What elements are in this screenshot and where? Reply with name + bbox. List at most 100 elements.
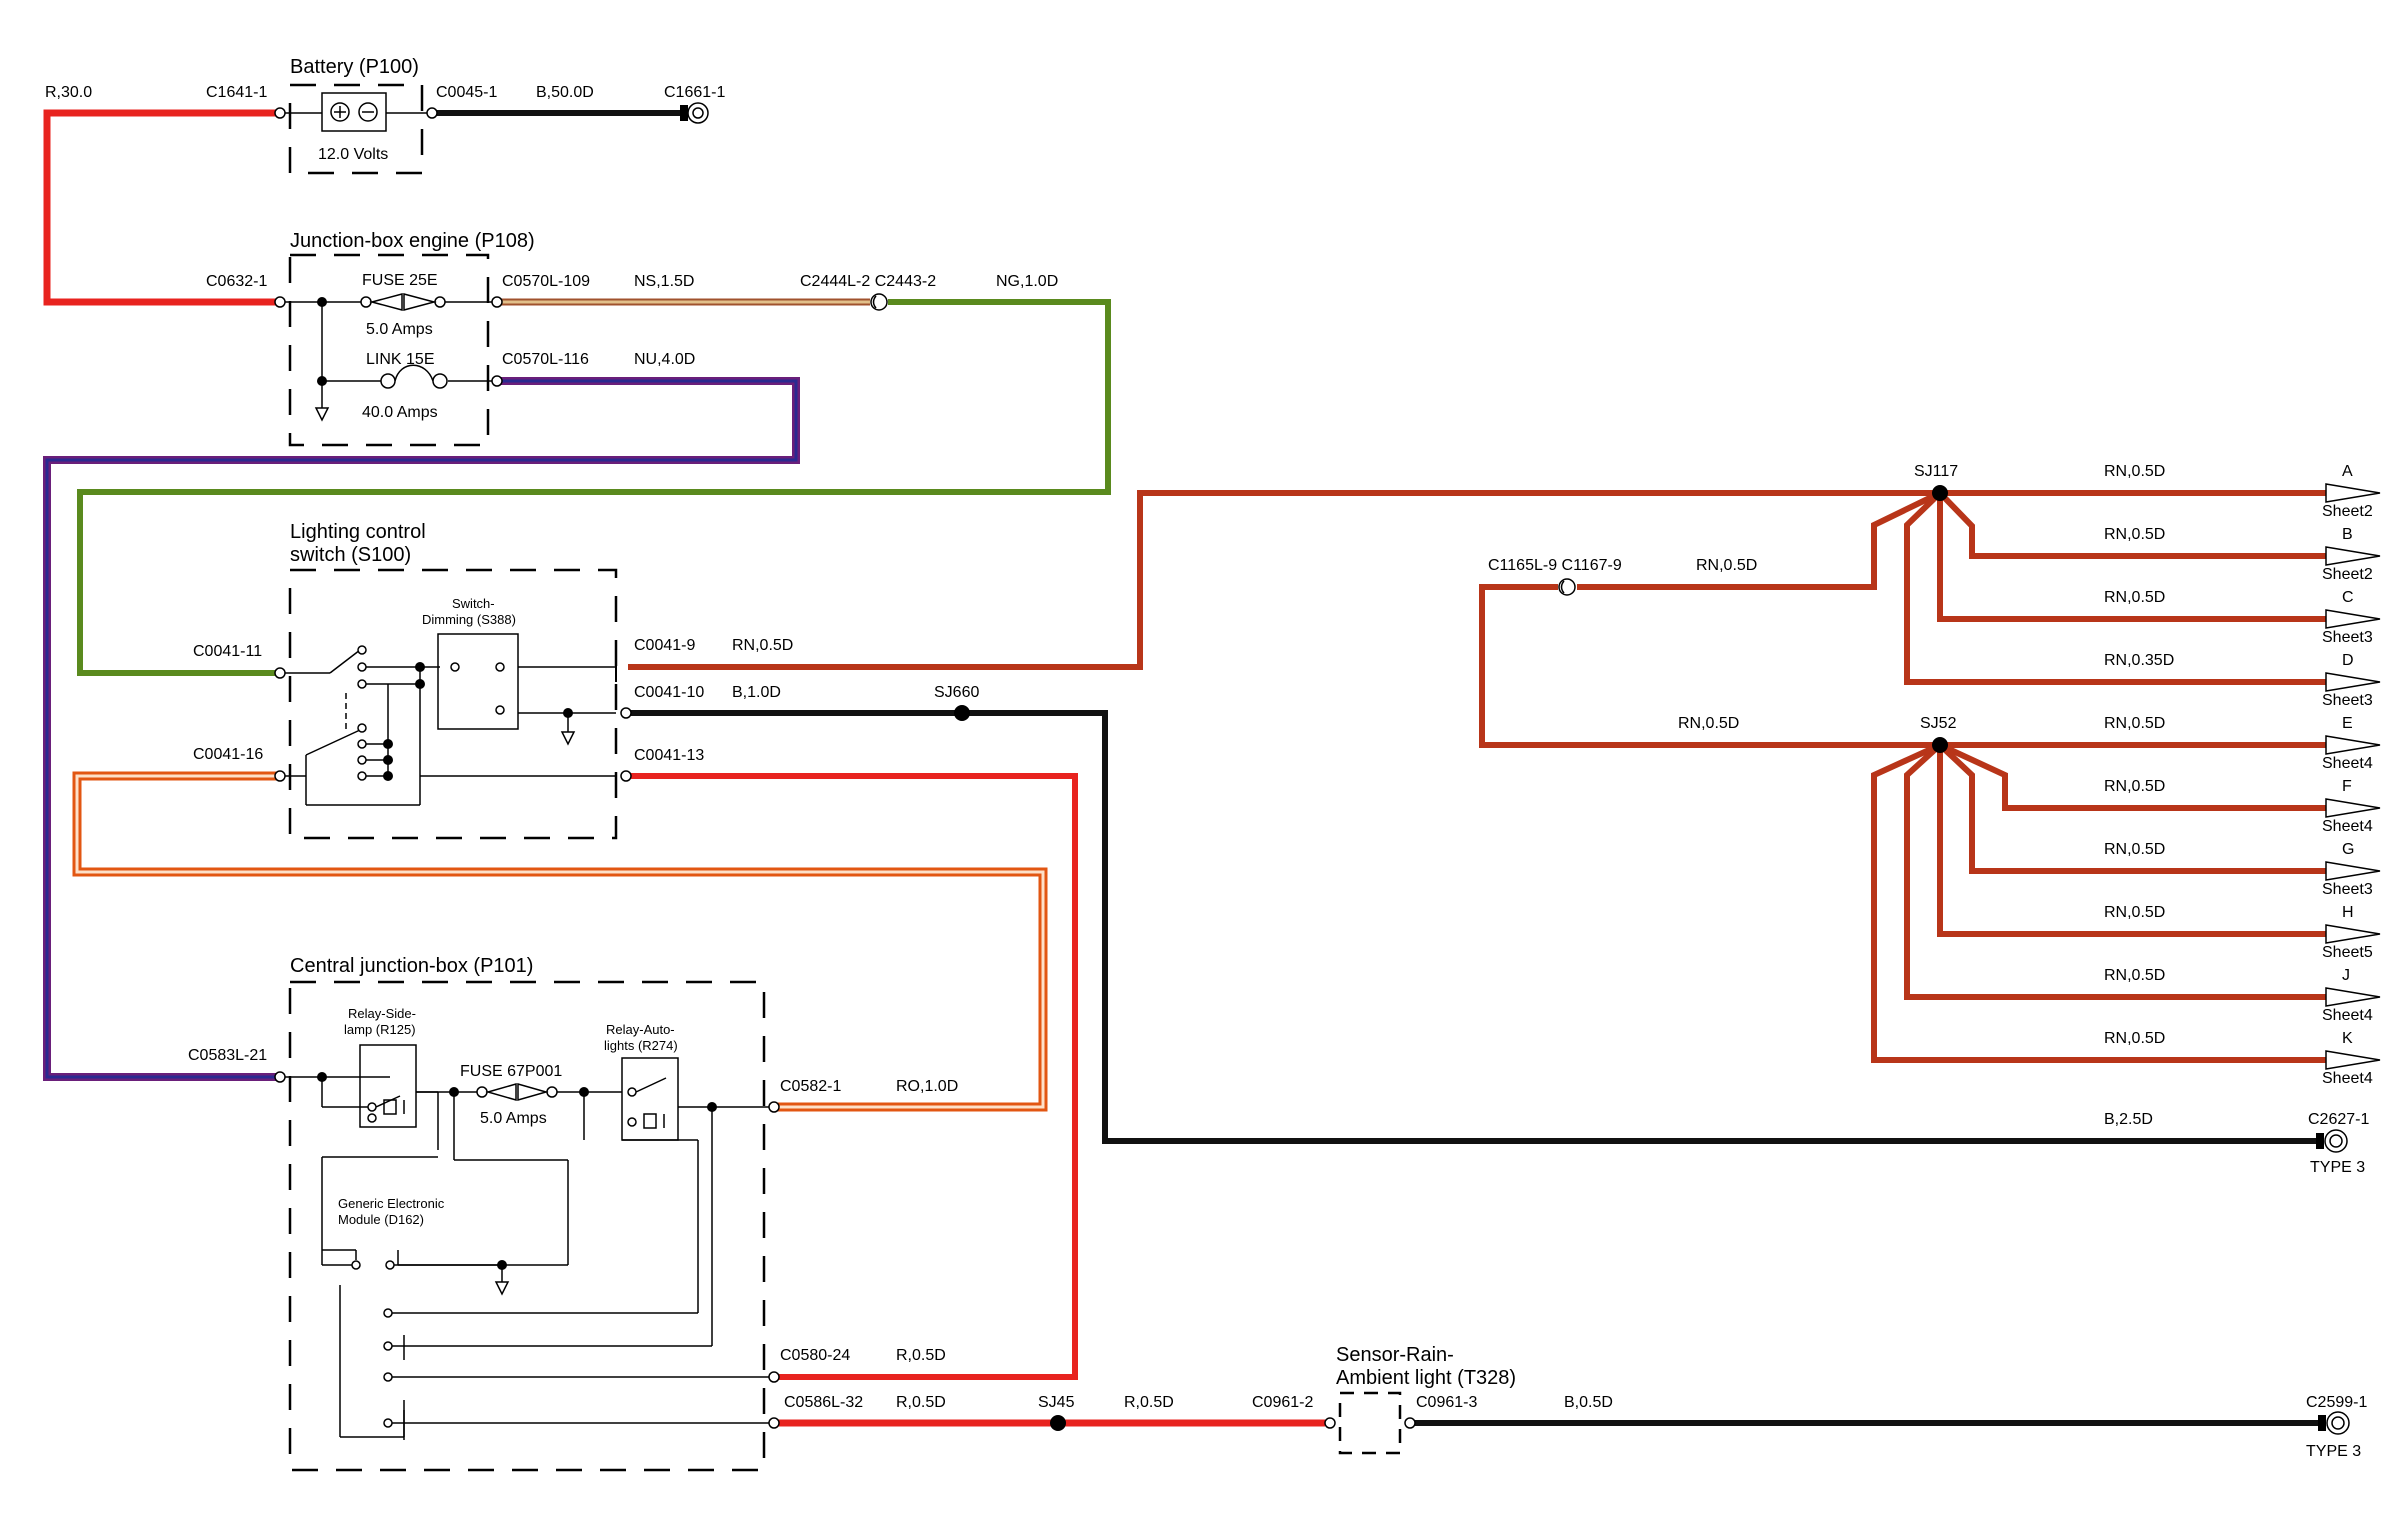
wire-rn05-sj52-in[interactable] — [1479, 584, 1940, 748]
pin-c0570-116[interactable] — [491, 375, 503, 387]
output-arrow-a[interactable] — [2325, 483, 2381, 503]
splice-sj660[interactable] — [954, 705, 970, 721]
connector-c0632: C0632-1 — [206, 273, 267, 290]
output-sheet: Sheet3 — [2322, 629, 2373, 646]
splice-sj117-label: SJ117 — [1914, 463, 1958, 480]
splice-sj45-label: SJ45 — [1038, 1394, 1075, 1411]
splice-sj52[interactable] — [1932, 737, 1948, 753]
wire-b10[interactable] — [628, 710, 2320, 1144]
pin-c0961-2[interactable] — [1324, 1417, 1336, 1429]
connector-c0041-10: C0041-10 — [634, 684, 704, 701]
wire-out-b[interactable] — [1937, 490, 2326, 559]
relay-auto-label-1: Relay-Auto- — [606, 1022, 675, 1037]
connector-c0041-11: C0041-11 — [193, 643, 262, 660]
ground-c2599-icon[interactable] — [2318, 1411, 2350, 1435]
wire-label-r05-c0586: R,0.5D — [896, 1394, 946, 1411]
connector-c2599: C2599-1 — [2306, 1394, 2367, 1411]
link-15e-rating: 40.0 Amps — [362, 404, 438, 421]
output-arrow-d[interactable] — [2325, 672, 2381, 692]
output-arrow-g[interactable] — [2325, 861, 2381, 881]
connector-c0961-3: C0961-3 — [1416, 1394, 1477, 1411]
battery-component[interactable] — [284, 83, 428, 175]
output-sheet: Sheet2 — [2322, 566, 2373, 583]
output-arrow-c[interactable] — [2325, 609, 2381, 629]
wire-out-j[interactable] — [1904, 742, 2326, 1000]
output-wire-label: RN,0.5D — [2104, 778, 2165, 795]
output-arrow-f[interactable] — [2325, 798, 2381, 818]
output-arrow-e[interactable] — [2325, 735, 2381, 755]
wire-label-rn05-switch: RN,0.5D — [732, 637, 793, 654]
lighting-switch-title-1: Lighting control — [290, 521, 426, 543]
pin-c0045[interactable] — [426, 107, 438, 119]
junction-box-engine[interactable] — [284, 253, 494, 447]
wire-out-c[interactable] — [1937, 493, 2326, 622]
output-wire-label: RN,0.5D — [2104, 1030, 2165, 1047]
output-labels: RN,0.5D A Sheet2 RN,0.5D B Sheet2 RN,0.5… — [2104, 463, 2373, 1087]
output-arrow-h[interactable] — [2325, 924, 2381, 944]
dimming-switch-label-1: Switch- — [452, 596, 495, 611]
pin-c0961-3[interactable] — [1404, 1417, 1416, 1429]
pin-c1641[interactable] — [274, 107, 286, 119]
wire-label-nu40: NU,4.0D — [634, 351, 695, 368]
connector-c0045: C0045-1 — [436, 84, 497, 101]
pin-c0580[interactable] — [768, 1371, 780, 1383]
ground-c1661-icon[interactable] — [680, 102, 709, 124]
wire-label-ng10: NG,1.0D — [996, 273, 1058, 290]
pin-c0041-10[interactable] — [620, 707, 632, 719]
lighting-switch[interactable] — [284, 568, 618, 840]
inline-connector-c1165-icon[interactable] — [1558, 578, 1576, 596]
battery-cell — [321, 92, 387, 132]
pin-c0586[interactable] — [768, 1417, 780, 1429]
wire-rn05-c1165[interactable] — [1577, 490, 1942, 590]
central-junction-box[interactable] — [284, 980, 770, 1472]
output-arrow-j[interactable] — [2325, 987, 2381, 1007]
pin-c0041-11[interactable] — [274, 667, 286, 679]
pin-c0582[interactable] — [768, 1101, 780, 1113]
connector-c1165: C1165L-9 C1167-9 — [1488, 557, 1622, 574]
wire-out-k[interactable] — [1871, 742, 2326, 1063]
connector-c0041-13: C0041-13 — [634, 747, 704, 764]
output-sheet: Sheet3 — [2322, 692, 2373, 709]
fuse-25e-label: FUSE 25E — [362, 272, 438, 289]
splice-sj45[interactable] — [1050, 1415, 1066, 1431]
pin-c0632[interactable] — [274, 296, 286, 308]
connector-c1661: C1661-1 — [664, 84, 725, 101]
pin-c0583[interactable] — [274, 1071, 286, 1083]
wire-ng10[interactable] — [77, 299, 1111, 676]
pin-c0570-109[interactable] — [491, 296, 503, 308]
junction-engine-title: Junction-box engine (P108) — [290, 230, 535, 252]
wire-nu40[interactable] — [45, 379, 798, 1079]
sensor-title-1: Sensor-Rain- — [1336, 1344, 1454, 1366]
output-arrow-b[interactable] — [2325, 546, 2381, 566]
pin-c0041-16[interactable] — [274, 770, 286, 782]
fuse-67p001-rating: 5.0 Amps — [480, 1110, 547, 1127]
connector-c0570-109: C0570L-109 — [502, 273, 590, 290]
wire-label-rn05-c1165: RN,0.5D — [1696, 557, 1757, 574]
sensor-rain-ambient[interactable] — [1324, 1391, 1416, 1455]
wire-out-f[interactable] — [1938, 742, 2326, 811]
splice-sj117[interactable] — [1932, 485, 1948, 501]
wire-out-h[interactable] — [1937, 745, 2326, 937]
connector-c0570-116: C0570L-116 — [502, 351, 589, 368]
wire-ro10[interactable] — [75, 774, 1045, 1109]
wire-r05-c0580[interactable] — [628, 773, 1078, 1380]
wire-out-g[interactable] — [1937, 742, 2326, 874]
central-jbox-title: Central junction-box (P101) — [290, 955, 533, 977]
output-sheet: Sheet4 — [2322, 1007, 2373, 1024]
output-arrow-k[interactable] — [2325, 1050, 2381, 1070]
relay-side-lamp-box — [359, 1044, 417, 1128]
wire-rn05-switch[interactable] — [628, 490, 1940, 670]
battery-title: Battery (P100) — [290, 56, 419, 78]
wire-r30[interactable] — [43, 109, 280, 306]
fuse-67p001-label: FUSE 67P001 — [460, 1063, 562, 1080]
wire-label-r05-c0580: R,0.5D — [896, 1347, 946, 1364]
wire-label-rn05-sj52-in: RN,0.5D — [1678, 715, 1739, 732]
dimming-switch-label-2: Dimming (S388) — [422, 612, 516, 627]
output-wire-label: RN,0.5D — [2104, 463, 2165, 480]
connector-c2444: C2444L-2 C2443-2 — [800, 273, 936, 290]
inline-connector-c2444-icon[interactable] — [870, 293, 888, 311]
wire-out-d[interactable] — [1904, 490, 2326, 685]
ground-c2627-icon[interactable] — [2316, 1129, 2348, 1153]
output-letter: F — [2342, 778, 2352, 795]
pin-c0041-13[interactable] — [620, 770, 632, 782]
